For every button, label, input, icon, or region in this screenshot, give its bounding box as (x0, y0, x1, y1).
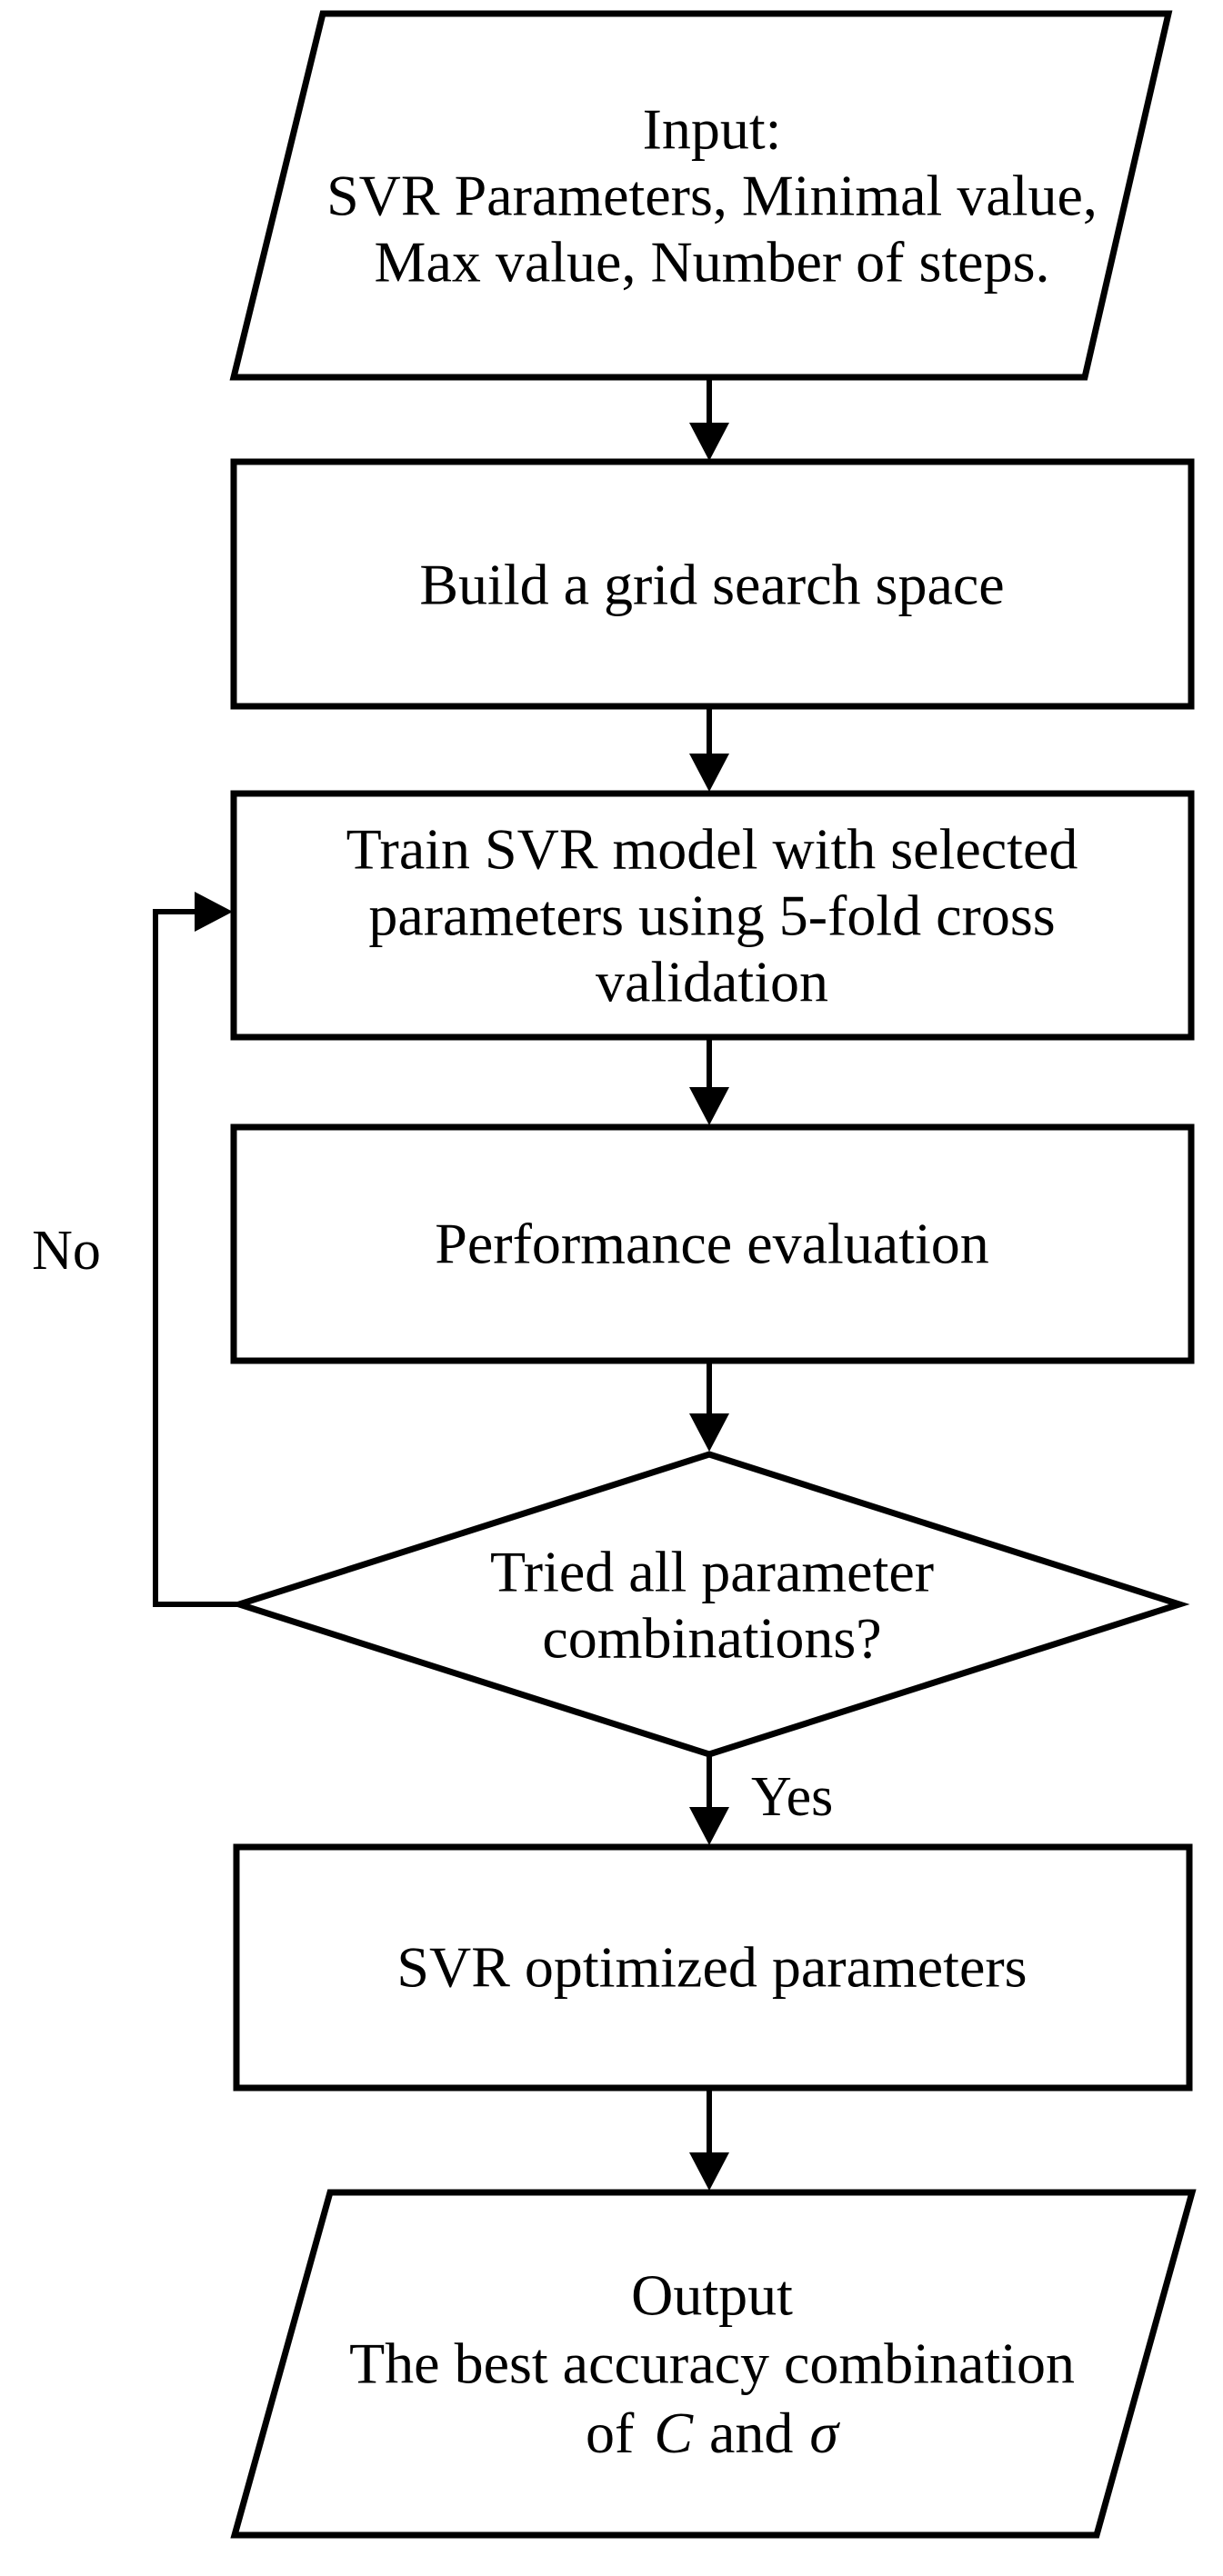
train-svr-text-line1: Train SVR model with selected (346, 817, 1078, 882)
output-text-c-symbol: C (654, 2401, 694, 2465)
decision-text-line2: combinations? (542, 1606, 881, 1671)
output-parallelogram (230, 2189, 1197, 2539)
train-svr-text-line2: parameters using 5-fold cross (368, 884, 1055, 948)
no-loop-line (153, 909, 239, 1607)
no-loop-arrowhead (195, 892, 233, 932)
train-svr-box (230, 790, 1195, 1041)
performance-evaluation-box (230, 1123, 1195, 1364)
output-text-and: and (709, 2401, 793, 2465)
decision-text-line1: Tried all parameter (490, 1540, 934, 1604)
optimized-parameters-box (233, 1843, 1193, 2092)
input-parallelogram (229, 10, 1173, 381)
build-grid-text: Build a grid search space (419, 553, 1004, 617)
input-text-line3: Max value, Number of steps. (375, 230, 1050, 295)
input-text-line2: SVR Parameters, Minimal value, (326, 164, 1098, 228)
output-text-line2: The best accuracy combination (349, 2331, 1075, 2396)
arrow-build-to-train-head (689, 754, 729, 792)
arrow-evaluation-to-decision-head (689, 1413, 729, 1452)
decision-diamond (228, 1451, 1190, 1758)
build-grid-box (230, 458, 1195, 710)
yes-label: Yes (751, 1766, 833, 1828)
arrow-train-to-evaluation-head (689, 1087, 729, 1125)
train-svr-text-line3: validation (596, 950, 828, 1014)
arrow-input-to-build-head (689, 423, 729, 461)
optimized-parameters-text: SVR optimized parameters (396, 1935, 1027, 2000)
no-label: No (32, 1220, 101, 1282)
output-text-sigma-symbol: σ (809, 2401, 840, 2465)
input-text-line1: Input: (643, 97, 782, 162)
output-text-of: of (586, 2401, 635, 2465)
output-text-line1: Output (631, 2263, 793, 2328)
performance-evaluation-text: Performance evaluation (435, 1212, 989, 1276)
arrow-optimized-to-output-head (689, 2152, 729, 2191)
arrow-decision-to-optimized-head (689, 1807, 729, 1845)
